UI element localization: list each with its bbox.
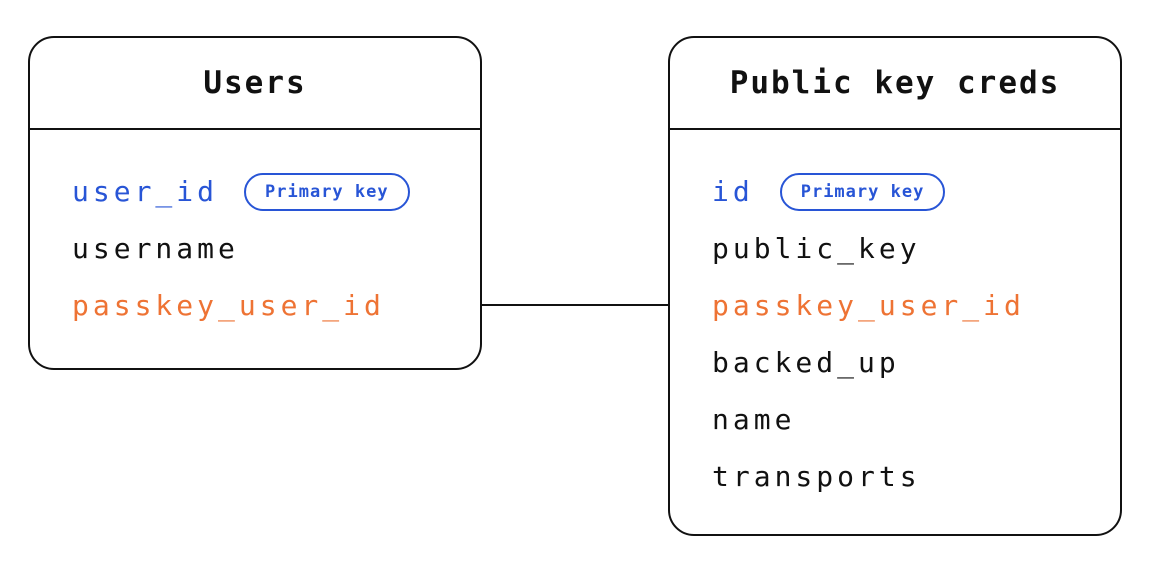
field-name-passkey-user-id: passkey_user_id: [712, 289, 1025, 322]
field-row-name: name: [712, 391, 1100, 448]
primary-key-badge: Primary key: [779, 172, 946, 211]
field-row-backed-up: backed_up: [712, 334, 1100, 391]
field-row-user-id: user_id Primary key: [72, 163, 460, 220]
table-users-title: Users: [30, 38, 480, 130]
table-users-body: user_id Primary key username passkey_use…: [30, 130, 480, 334]
field-name-username: username: [72, 232, 239, 265]
field-name-transports: transports: [712, 460, 921, 493]
primary-key-badge: Primary key: [244, 172, 410, 211]
table-public-key-creds-title: Public key creds: [670, 38, 1120, 130]
field-row-passkey-user-id: passkey_user_id: [712, 277, 1100, 334]
relationship-line: [482, 304, 668, 306]
field-name-user-id: user_id: [72, 175, 219, 208]
field-row-transports: transports: [712, 448, 1100, 505]
table-public-key-creds: Public key creds id Primary key public_k…: [668, 36, 1122, 536]
field-name-id: id: [712, 175, 754, 208]
field-row-public-key: public_key: [712, 220, 1100, 277]
field-row-passkey-user-id: passkey_user_id: [72, 277, 460, 334]
table-users: Users user_id Primary key username passk…: [28, 36, 482, 370]
field-name-backed-up: backed_up: [712, 346, 900, 379]
field-name-public-key: public_key: [712, 232, 921, 265]
field-row-username: username: [72, 220, 460, 277]
table-public-key-creds-body: id Primary key public_key passkey_user_i…: [670, 130, 1120, 505]
field-row-id: id Primary key: [712, 163, 1100, 220]
field-name-name: name: [712, 403, 796, 436]
field-name-passkey-user-id: passkey_user_id: [72, 289, 385, 322]
